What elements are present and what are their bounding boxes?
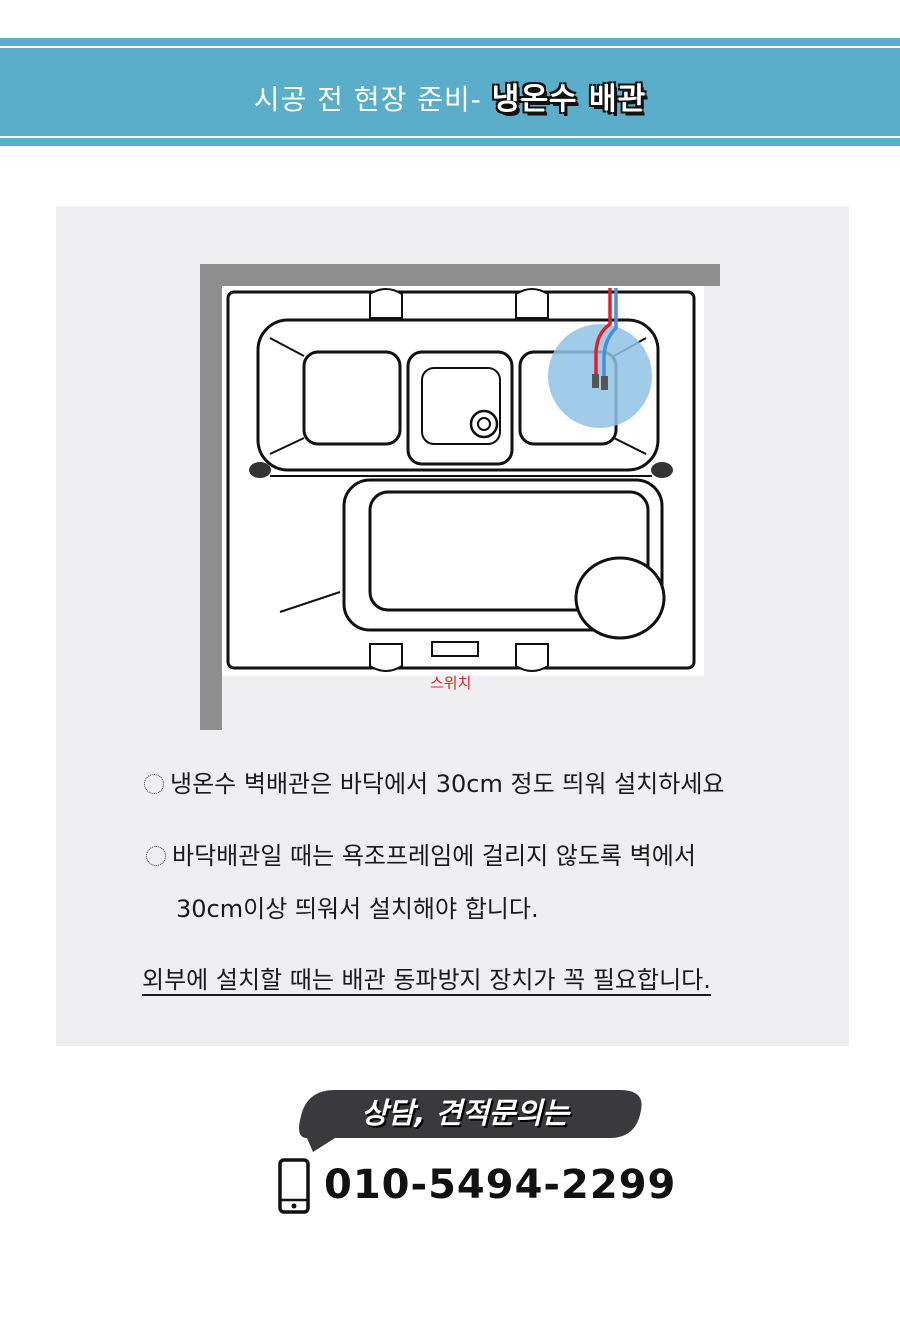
corner-line-bl bbox=[269, 437, 305, 455]
header-banner: 시공 전 현장 준비- 냉온수 배관 bbox=[0, 38, 900, 146]
lounger-inner bbox=[368, 490, 650, 612]
hot-water-pipe bbox=[594, 288, 612, 374]
phone-row: 010-5494-2299 bbox=[278, 1158, 678, 1218]
note-floor-piping-cont: 30cm이상 띄워서 설치해야 합니다. bbox=[176, 895, 539, 923]
bottom-bump-left bbox=[369, 643, 403, 672]
note-freeze-protection: 외부에 설치할 때는 배관 동파방지 장치가 꼭 필요합니다. bbox=[142, 966, 711, 994]
seat-left bbox=[302, 350, 402, 446]
note-wall-piping-text: 냉온수 벽배관은 바닥에서 30cm 정도 띄워 설치하세요 bbox=[170, 770, 725, 798]
bullet-circle-icon bbox=[144, 774, 164, 794]
top-bump-right bbox=[515, 288, 549, 319]
corner-line-br bbox=[613, 437, 647, 455]
top-bump-left bbox=[369, 288, 403, 319]
bullet-circle-icon bbox=[146, 846, 166, 866]
banner-bottom-line bbox=[0, 136, 900, 138]
page-title: 시공 전 현장 준비- 냉온수 배관 bbox=[0, 74, 900, 118]
content-panel: 스위치 냉온수 벽배관은 바닥에서 30cm 정도 띄워 설치하세요 바닥배관일… bbox=[56, 206, 849, 1046]
jet-left bbox=[249, 462, 271, 478]
contact-label: 상담, 견적문의는 bbox=[361, 1096, 569, 1130]
jet-right bbox=[651, 462, 673, 478]
contact-bubble: 상담, 견적문의는 bbox=[295, 1088, 647, 1154]
note-floor-piping: 바닥배관일 때는 욕조프레임에 걸리지 않도록 벽에서 bbox=[146, 836, 696, 871]
bottom-diag-left bbox=[279, 591, 341, 613]
switch-box bbox=[431, 641, 479, 657]
hot-pipe-fitting bbox=[592, 374, 599, 388]
drain-inner bbox=[477, 417, 491, 431]
title-highlight: 냉온수 배관 bbox=[491, 82, 647, 117]
phone-icon bbox=[278, 1158, 310, 1214]
cold-water-pipe bbox=[602, 288, 618, 376]
note-floor-piping-text: 바닥배관일 때는 욕조프레임에 걸리지 않도록 벽에서 bbox=[172, 842, 696, 870]
title-prefix: 시공 전 현장 준비- bbox=[253, 83, 492, 116]
spa-installation-diagram bbox=[200, 264, 720, 730]
note-wall-piping: 냉온수 벽배관은 바닥에서 30cm 정도 띄워 설치하세요 bbox=[144, 764, 725, 799]
phone-number[interactable]: 010-5494-2299 bbox=[324, 1162, 677, 1208]
contact-bubble-shape bbox=[299, 1090, 642, 1152]
pipe-highlight-circle bbox=[548, 324, 652, 428]
banner-top-line bbox=[0, 46, 900, 48]
switch-label: 스위치 bbox=[430, 674, 472, 692]
footwell bbox=[574, 556, 666, 640]
bottom-bump-right bbox=[515, 643, 549, 672]
cold-pipe-fitting bbox=[601, 376, 608, 390]
corner-line-tl bbox=[269, 337, 305, 357]
